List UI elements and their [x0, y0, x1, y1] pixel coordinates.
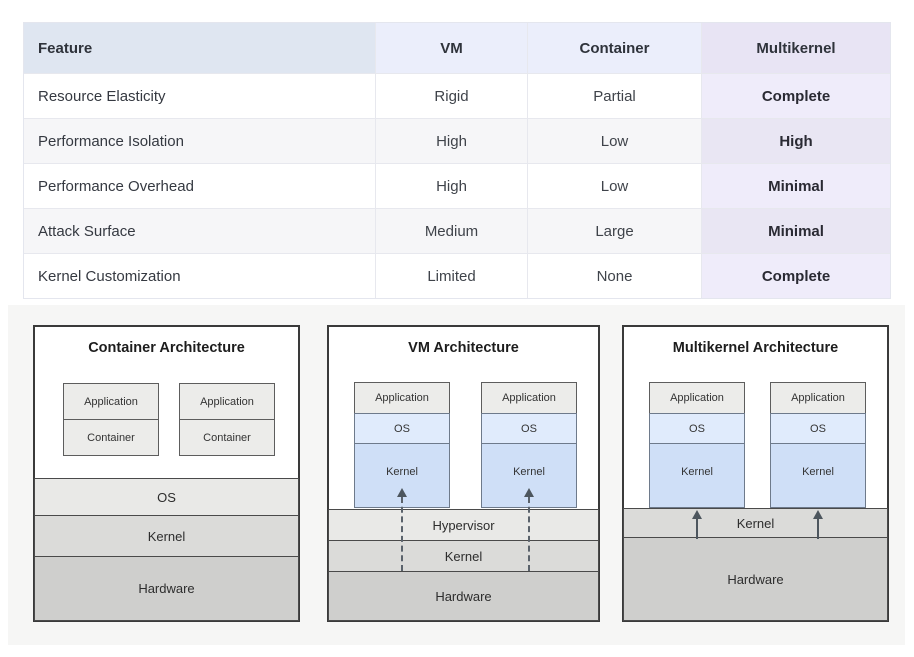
container-architecture-diagram: Container Architecture Application Conta… [33, 325, 300, 622]
kernel-box: Kernel [649, 443, 745, 508]
os-box: OS [354, 413, 450, 444]
vm-value: Medium [376, 209, 528, 253]
multikernel-value: High [702, 119, 890, 163]
up-arrowhead-icon [692, 510, 702, 519]
dashed-arrow-line [528, 497, 530, 571]
kernel-layer: Kernel [328, 540, 599, 572]
multikernel-stack: Application OS Kernel [770, 382, 866, 508]
os-layer: OS [34, 478, 299, 516]
diagram-title: VM Architecture [408, 340, 519, 356]
application-box: Application [770, 382, 866, 414]
table-row: Performance Isolation High Low High [24, 118, 890, 163]
hardware-layer: Hardware [623, 537, 888, 621]
os-box: OS [649, 413, 745, 444]
up-arrowhead-icon [524, 488, 534, 497]
table-row: Performance Overhead High Low Minimal [24, 163, 890, 208]
kernel-layer: Kernel [34, 515, 299, 557]
row-feature-label: Performance Overhead [24, 164, 376, 208]
vm-value: Rigid [376, 74, 528, 118]
up-arrowhead-icon [813, 510, 823, 519]
container-stack: Application Container [179, 383, 275, 456]
multikernel-value: Complete [702, 254, 890, 298]
table-row: Kernel Customization Limited None Comple… [24, 253, 890, 298]
table-header-row: Feature VM Container Multikernel [24, 23, 890, 73]
container-stack: Application Container [63, 383, 159, 456]
container-box: Container [179, 419, 275, 456]
multikernel-architecture-diagram: Multikernel Architecture Application OS … [622, 325, 889, 622]
container-value: None [528, 254, 702, 298]
os-box: OS [770, 413, 866, 444]
column-header-container: Container [528, 23, 702, 73]
shared-kernel-layer: Kernel [623, 508, 888, 538]
container-value: Low [528, 164, 702, 208]
column-header-vm: VM [376, 23, 528, 73]
multikernel-value: Complete [702, 74, 890, 118]
vm-value: Limited [376, 254, 528, 298]
hypervisor-layer: Hypervisor [328, 509, 599, 541]
comparison-table: Feature VM Container Multikernel Resourc… [23, 22, 891, 299]
container-value: Low [528, 119, 702, 163]
column-header-feature: Feature [24, 23, 376, 73]
multikernel-value: Minimal [702, 209, 890, 253]
multikernel-stack: Application OS Kernel [649, 382, 745, 508]
multikernel-value: Minimal [702, 164, 890, 208]
row-feature-label: Performance Isolation [24, 119, 376, 163]
solid-arrow-line [696, 519, 698, 539]
vm-architecture-diagram: VM Architecture Application OS Kernel Ap… [327, 325, 600, 622]
vm-stack: Application OS Kernel [354, 382, 450, 508]
kernel-box: Kernel [770, 443, 866, 508]
container-value: Partial [528, 74, 702, 118]
hardware-layer: Hardware [34, 556, 299, 621]
table-row: Attack Surface Medium Large Minimal [24, 208, 890, 253]
container-value: Large [528, 209, 702, 253]
vm-value: High [376, 119, 528, 163]
row-feature-label: Attack Surface [24, 209, 376, 253]
hardware-layer: Hardware [328, 571, 599, 621]
application-box: Application [179, 383, 275, 420]
column-header-multikernel: Multikernel [702, 23, 890, 73]
dashed-arrow-line [401, 497, 403, 571]
solid-arrow-line [817, 519, 819, 539]
row-feature-label: Kernel Customization [24, 254, 376, 298]
application-box: Application [63, 383, 159, 420]
row-feature-label: Resource Elasticity [24, 74, 376, 118]
table-row: Resource Elasticity Rigid Partial Comple… [24, 73, 890, 118]
vm-value: High [376, 164, 528, 208]
application-box: Application [481, 382, 577, 414]
diagram-title: Container Architecture [88, 340, 245, 356]
os-box: OS [481, 413, 577, 444]
container-box: Container [63, 419, 159, 456]
application-box: Application [649, 382, 745, 414]
application-box: Application [354, 382, 450, 414]
up-arrowhead-icon [397, 488, 407, 497]
diagram-title: Multikernel Architecture [672, 340, 839, 356]
